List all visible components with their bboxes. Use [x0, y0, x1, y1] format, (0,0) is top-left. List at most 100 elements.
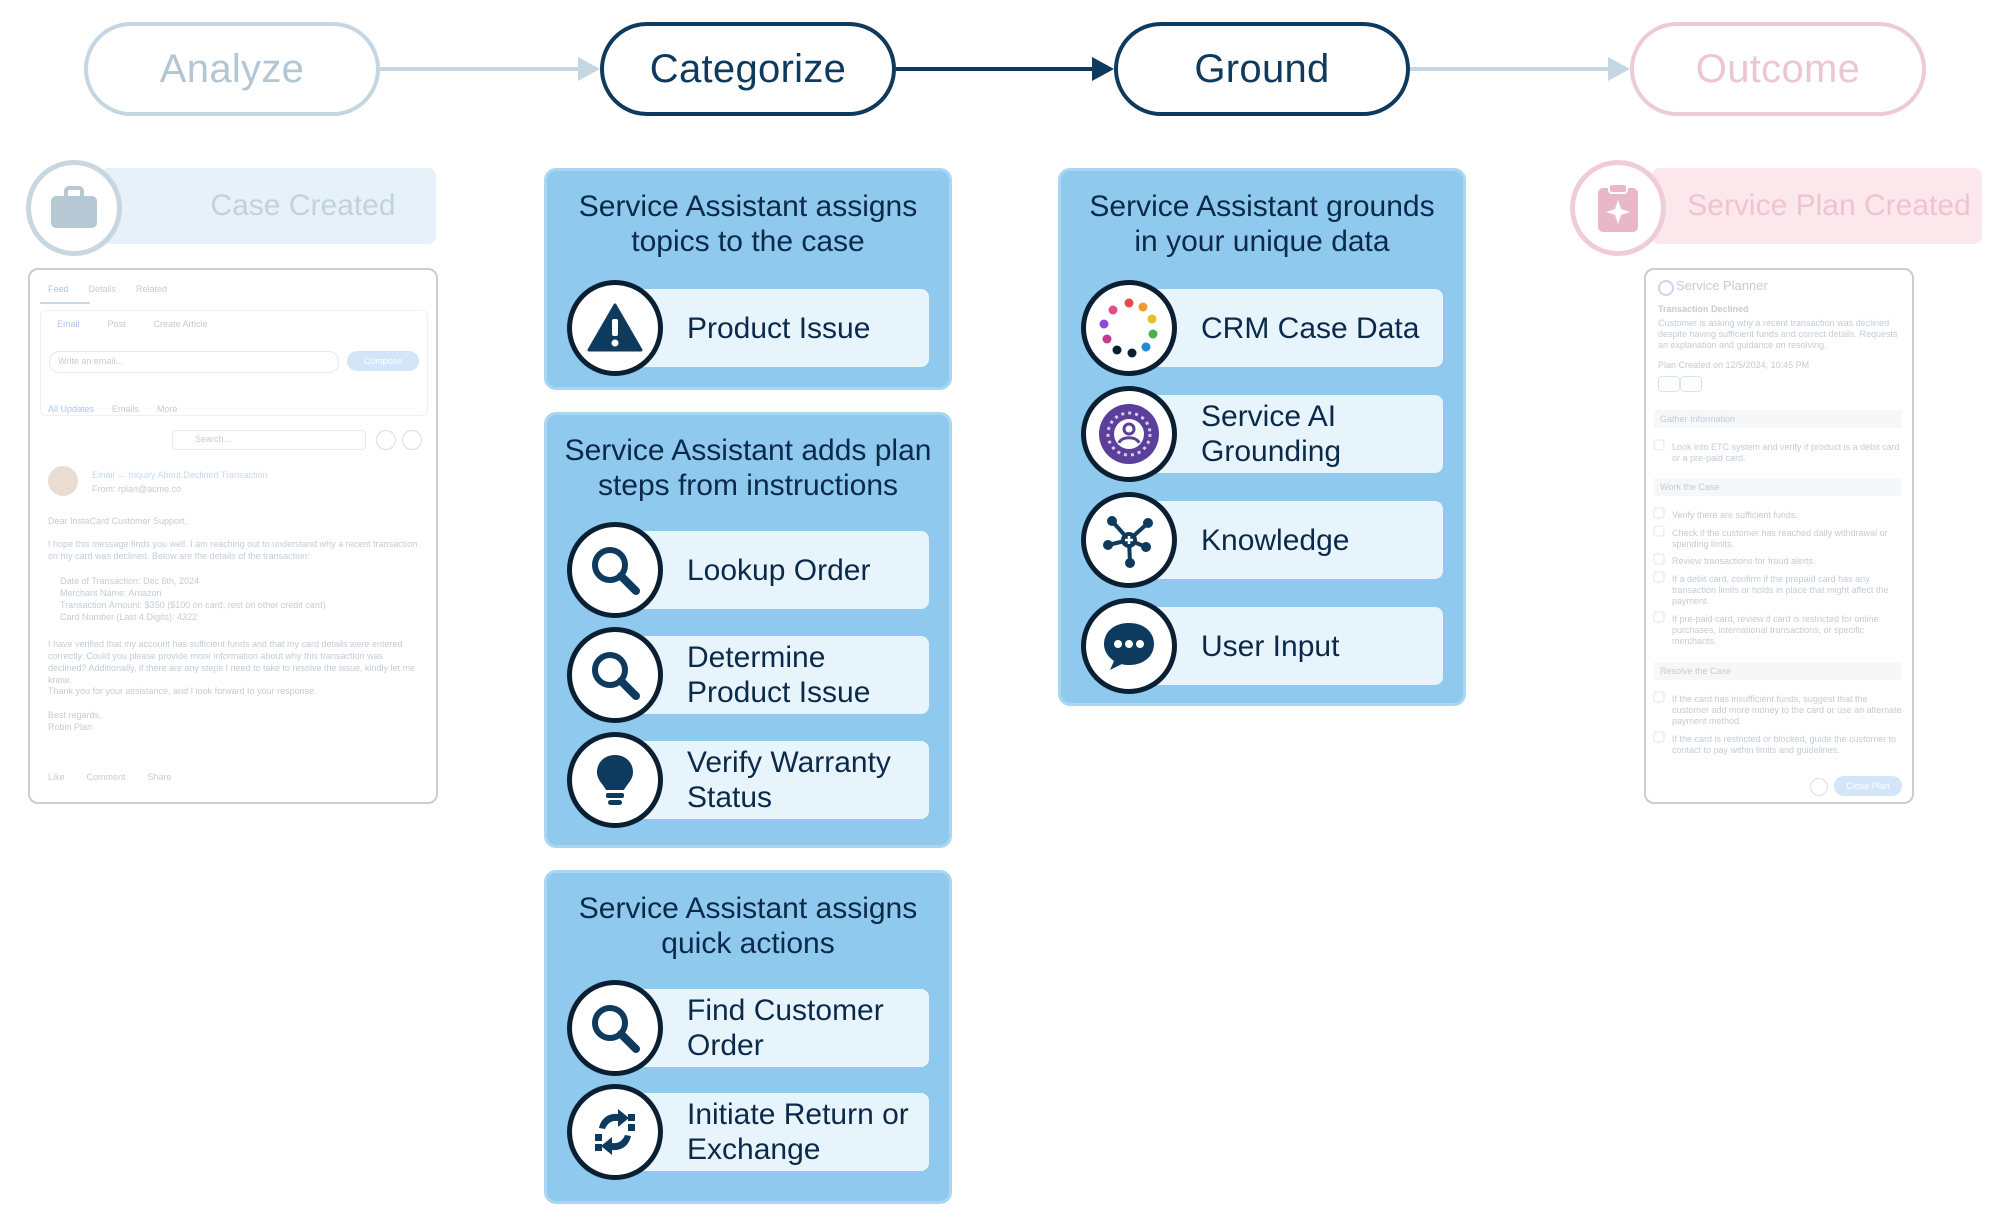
email-body-3: Thank you for your assistance, and I loo… — [48, 686, 317, 696]
email-signoff: Best regards, — [48, 710, 102, 720]
plan-step: Check if the customer has reached daily … — [1672, 528, 1888, 549]
service-plan-created-label: Service Plan Created — [1687, 189, 1971, 222]
exchange-icon — [567, 1084, 663, 1180]
comment-button[interactable]: Comment — [86, 772, 126, 782]
avatar — [48, 466, 78, 496]
flow-arrows — [380, 57, 1630, 81]
plan-checkboxes — [1653, 439, 1665, 743]
step-checkbox[interactable] — [1653, 439, 1665, 451]
tab-details[interactable]: Details — [88, 284, 117, 294]
card-title: Service Assistant grounds in your unique… — [1089, 190, 1435, 258]
card-grounding: Service Assistant grounds in your unique… — [1058, 168, 1466, 706]
topic-product-issue: Product Issue — [567, 280, 929, 376]
email-body-2: I have verified that my account has suff… — [48, 639, 416, 685]
email-address: From: rplan@acme.co — [92, 484, 182, 494]
item-label: Product Issue — [687, 311, 871, 345]
email-name: Robin Plan — [48, 722, 93, 732]
step-checkbox[interactable] — [1653, 731, 1665, 743]
email-bullet-3: Transaction Amount: $350 ($100 on card, … — [60, 600, 326, 610]
step-checkbox[interactable] — [1653, 611, 1665, 623]
item-label: Verify Warranty Status — [687, 746, 891, 814]
plan-date: Plan Created on 12/5/2024, 10:45 PM — [1658, 360, 1810, 370]
plan-heading: Transaction Declined — [1658, 304, 1749, 314]
section-work-the-case: Work the Case — [1654, 478, 1902, 496]
action-initiate-return: Initiate Return or Exchange — [567, 1084, 929, 1180]
tab-feed[interactable]: Feed — [48, 284, 69, 294]
plan-step: Verify there are sufficient funds. — [1672, 510, 1798, 520]
stage-outcome: Outcome — [1630, 22, 1926, 116]
stage-ground: Ground — [1114, 22, 1410, 116]
item-label: User Input — [1201, 629, 1340, 663]
dotted-ring-icon — [1081, 280, 1177, 376]
section-gather-information: Gather Information — [1654, 410, 1902, 428]
item-label: Knowledge — [1201, 523, 1350, 557]
step-checkbox[interactable] — [1653, 553, 1665, 565]
subtab-create-article[interactable]: Create Article — [153, 319, 208, 329]
chat-bubble-icon — [1081, 598, 1177, 694]
briefcase-icon — [51, 186, 97, 228]
step-determine-product-issue: Determine Product Issue — [567, 627, 929, 723]
knowledge-network-icon — [1081, 492, 1177, 588]
item-label: Lookup Order — [687, 553, 871, 587]
card-title: Service Assistant assigns quick actions — [578, 892, 918, 960]
service-planner-panel: Service Planner Transaction Declined Cus… — [1644, 268, 1914, 804]
feed-search-input[interactable]: Search... — [172, 430, 366, 450]
item-label: Initiate Return or Exchange — [687, 1098, 909, 1166]
email-from: Email → Inquiry About Declined Transacti… — [92, 470, 268, 480]
search-icon — [567, 522, 663, 618]
share-button[interactable]: Share — [147, 772, 172, 782]
email-bullet-1: Date of Transaction: Dec 6th, 2024 — [60, 576, 200, 586]
thumbs-down-button[interactable] — [1680, 376, 1702, 392]
step-checkbox[interactable] — [1653, 571, 1665, 583]
plan-step: If a debit card, confirm if the prepaid … — [1672, 574, 1889, 606]
item-label: Determine Product Issue — [687, 641, 871, 709]
card-title: Service Assistant assigns topics to the … — [578, 190, 918, 258]
step-checkbox[interactable] — [1653, 691, 1665, 703]
arrow-analyze-to-categorize — [380, 57, 600, 81]
refresh-icon[interactable] — [402, 430, 422, 450]
feed-search-placeholder: Search... — [195, 434, 232, 444]
card-title: Service Assistant adds plan steps from i… — [564, 434, 932, 502]
filter-icon[interactable] — [376, 430, 396, 450]
item-label: CRM Case Data — [1201, 311, 1420, 345]
lightbulb-icon — [567, 732, 663, 828]
close-plan-button[interactable]: Close Plan — [1834, 776, 1902, 796]
plan-refresh-icon[interactable] — [1810, 778, 1828, 796]
filter-more[interactable]: More — [157, 404, 178, 414]
card-assign-topics: Service Assistant assigns topics to the … — [544, 168, 952, 390]
case-feed-panel: Feed Details Related Email Post Create A… — [28, 268, 438, 804]
step-checkbox[interactable] — [1653, 525, 1665, 537]
subtab-email[interactable]: Email — [57, 319, 80, 329]
like-button[interactable]: Like — [48, 772, 65, 782]
email-bullet-4: Card Number (Last 4 Digits): 4322 — [60, 612, 198, 622]
plan-description: Customer is asking why a recent transact… — [1658, 318, 1898, 350]
source-user-input: User Input — [1081, 598, 1443, 694]
item-label: Service AI Grounding — [1201, 400, 1342, 468]
step-lookup-order: Lookup Order — [567, 522, 929, 618]
step-verify-warranty-status: Verify Warranty Status — [567, 732, 929, 828]
email-greeting: Dear InstaCard Customer Support, — [48, 516, 188, 526]
search-icon — [567, 980, 663, 1076]
stage-analyze: Analyze — [84, 22, 380, 116]
planner-title: Service Planner — [1676, 278, 1768, 293]
email-input[interactable]: Write an email... — [49, 351, 339, 373]
thumbs-up-button[interactable] — [1658, 376, 1680, 392]
ai-grounding-icon — [1081, 386, 1177, 482]
clipboard-icon-circle — [1570, 160, 1666, 256]
filter-all-updates[interactable]: All Updates — [48, 404, 95, 414]
source-knowledge: Knowledge — [1081, 492, 1443, 588]
compose-button[interactable]: Compose — [347, 351, 419, 371]
plan-step: If the card is restricted or blocked, gu… — [1672, 734, 1897, 755]
tab-related[interactable]: Related — [136, 284, 168, 294]
item-label: Find Customer Order — [687, 994, 884, 1062]
action-find-customer-order: Find Customer Order — [567, 980, 929, 1076]
step-checkbox[interactable] — [1653, 507, 1665, 519]
source-service-ai-grounding: Service AI Grounding — [1081, 386, 1443, 482]
email-bullet-2: Merchant Name: Amazon — [60, 588, 162, 598]
email-body-1: I hope this message finds you well. I am… — [48, 539, 418, 561]
subtab-post[interactable]: Post — [107, 319, 126, 329]
stage-categorize: Categorize — [600, 22, 896, 116]
case-created-header: Case Created — [100, 168, 436, 244]
card-plan-steps: Service Assistant adds plan steps from i… — [544, 412, 952, 848]
filter-emails[interactable]: Emails — [112, 404, 140, 414]
